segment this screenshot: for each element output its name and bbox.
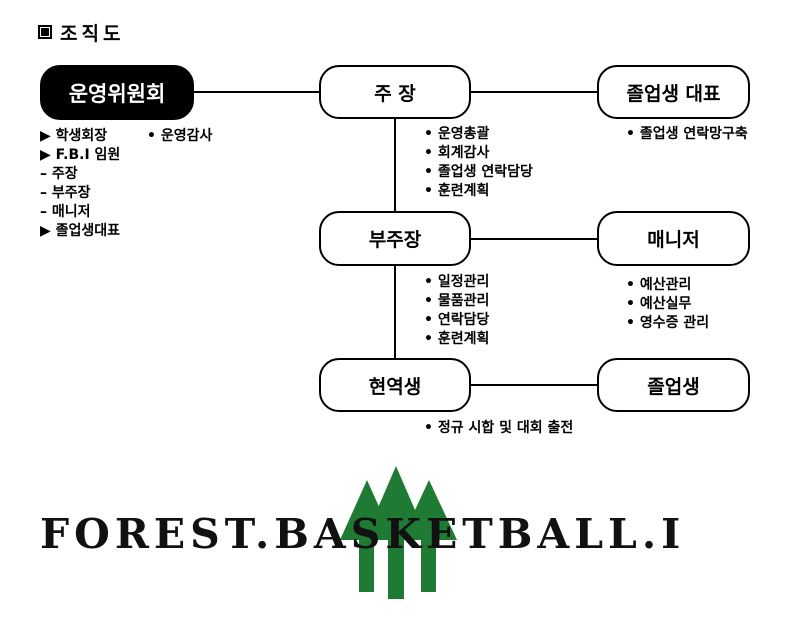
list-item: • 연락담당 <box>424 312 490 328</box>
list-item: • 영수증 관리 <box>626 315 710 331</box>
node-graduates: 졸업생 <box>597 358 750 412</box>
vice-duties-list: • 일정관리 • 물품관리 • 연락담당 • 훈련계획 <box>424 273 489 349</box>
node-active: 현역생 <box>319 358 471 412</box>
committee-members-list: ▶ 학생회장 ▶ F.B.I 임원 – 주장 – 부주장 – 매니저 ▶ 졸업생… <box>40 127 120 241</box>
node-vice-captain: 부주장 <box>319 211 471 266</box>
node-captain: 주 장 <box>319 65 471 119</box>
list-item: ▶ 학생회장 <box>40 128 108 144</box>
list-item: • 운영감사 <box>147 128 213 144</box>
title-text: 조직도 <box>60 22 125 45</box>
tree-logo-icon <box>340 466 457 599</box>
list-item: • 훈련계획 <box>424 183 490 199</box>
committee-side-list: • 운영감사 <box>147 127 212 146</box>
grad-rep-duties-list: • 졸업생 연락망구축 <box>626 125 748 144</box>
list-item: • 정규 시합 및 대회 출전 <box>424 420 574 436</box>
list-item: – 부주장 <box>40 185 91 201</box>
list-item: – 매니저 <box>40 204 91 220</box>
node-grad-rep: 졸업생 대표 <box>597 65 750 119</box>
logo-text: FOREST.BASKETBALL.I <box>40 510 686 558</box>
list-item: – 주장 <box>40 166 78 182</box>
square-icon <box>38 25 52 39</box>
list-item: • 졸업생 연락담당 <box>424 164 533 180</box>
list-item: • 졸업생 연락망구축 <box>626 126 748 142</box>
chart-title: 조직도 <box>38 20 125 45</box>
node-committee: 운영위원회 <box>40 65 194 120</box>
list-item: • 일정관리 <box>424 274 490 290</box>
list-item: • 예산관리 <box>626 277 692 293</box>
list-item: ▶ F.B.I 임원 <box>40 147 121 163</box>
list-item: • 운영총괄 <box>424 126 490 142</box>
list-item: • 훈련계획 <box>424 331 490 347</box>
active-duties-list: • 정규 시합 및 대회 출전 <box>424 419 573 438</box>
list-item: • 회계감사 <box>424 145 490 161</box>
manager-duties-list: • 예산관리 • 예산실무 • 영수증 관리 <box>626 276 709 333</box>
list-item: • 예산실무 <box>626 296 692 312</box>
node-manager: 매니저 <box>597 211 750 266</box>
list-item: ▶ 졸업생대표 <box>40 223 121 239</box>
captain-duties-list: • 운영총괄 • 회계감사 • 졸업생 연락담당 • 훈련계획 <box>424 125 533 201</box>
list-item: • 물품관리 <box>424 293 490 309</box>
